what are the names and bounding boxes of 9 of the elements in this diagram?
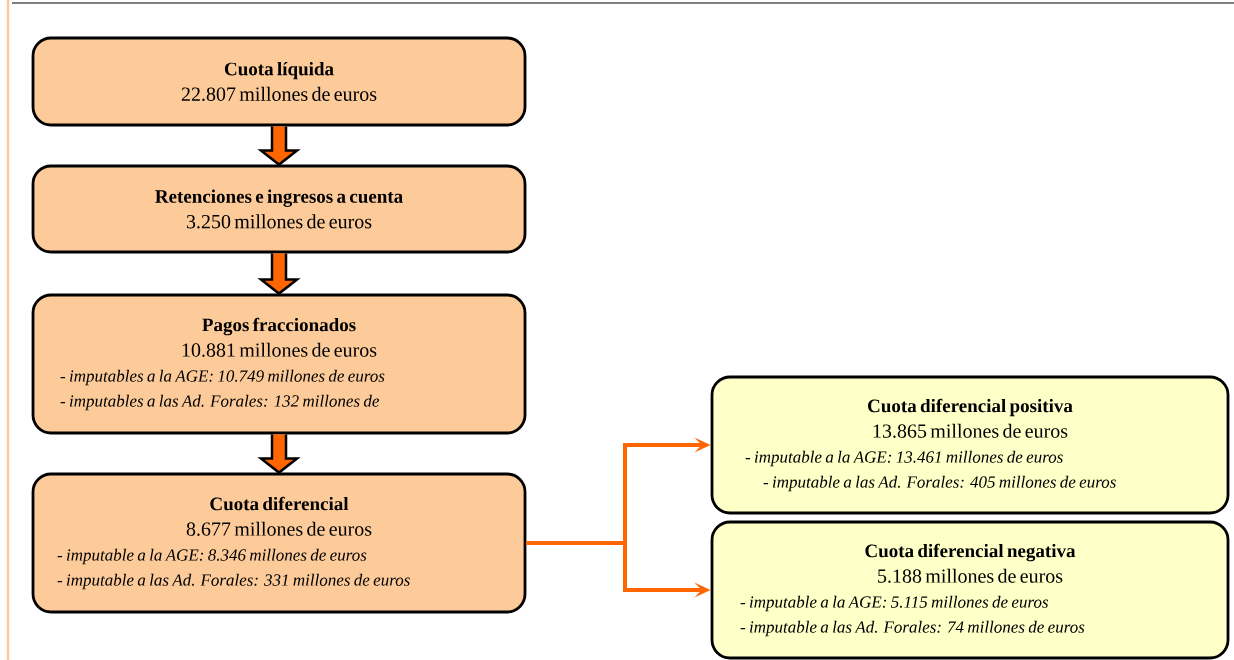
flow-box: Cuota diferencial negativa 5.188 millones de euros - imputable a la AGE: 5.115 millones de euros - imputable a las Ad. Forales: 74 millones de euros	[710, 520, 1230, 660]
flow-box: Retenciones e ingresos a cuenta 3.250 millones de euros	[31, 164, 527, 254]
flow-box: Cuota diferencial positiva 13.865 millones de euros - imputable a la AGE: 13.461 millones de euros - imputable a las Ad. Forales: 405 millones de euros	[710, 375, 1230, 515]
flow-box: Cuota líquida 22.807 millones de euros	[31, 36, 527, 127]
flow-box: Pagos fraccionados 10.881 millones de euros - imputables a la AGE: 10.749 millones de euros - imputables a las Ad. Forales: 132 millones de	[31, 293, 527, 435]
flow-box: Cuota diferencial 8.677 millones de euros - imputable a la AGE: 8.346 millones de euros - imputable a las Ad. Forales: 331 millones de euros	[31, 472, 527, 614]
block-arrow	[257, 252, 301, 296]
block-arrow	[257, 433, 301, 475]
block-arrow	[257, 125, 301, 167]
